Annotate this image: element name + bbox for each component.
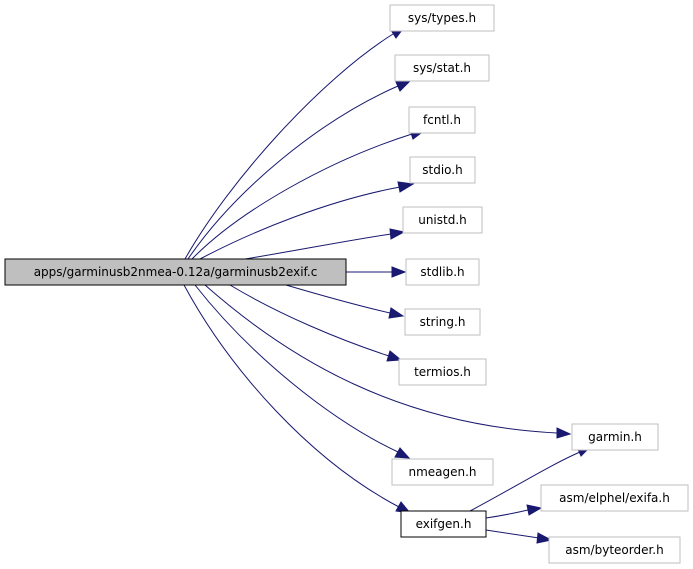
node-label: sys/types.h bbox=[408, 11, 476, 25]
edge-line bbox=[199, 186, 401, 260]
node-nmeagen-h[interactable]: nmeagen.h bbox=[391, 458, 494, 486]
edge-line bbox=[184, 33, 394, 260]
edge-apps-garminusb2nmea-0-12a-garminusb2exif-c-to-sys-stat-h bbox=[187, 79, 413, 260]
arrowhead bbox=[389, 228, 406, 240]
edge-line bbox=[204, 284, 558, 434]
node-sys-stat-h[interactable]: sys/stat.h bbox=[394, 54, 490, 82]
edge-apps-garminusb2nmea-0-12a-garminusb2exif-c-to-garmin-h bbox=[204, 284, 572, 439]
edge-line bbox=[285, 284, 391, 314]
edge-line bbox=[183, 284, 400, 508]
node-label: stdio.h bbox=[422, 163, 462, 177]
node-string-h[interactable]: string.h bbox=[404, 308, 481, 336]
edge-exifgen-h-to-asm-byteorder-h bbox=[485, 529, 553, 544]
edge-apps-garminusb2nmea-0-12a-garminusb2exif-c-to-unistd-h bbox=[244, 228, 406, 260]
node-label: asm/elphel/exifa.h bbox=[559, 491, 670, 505]
node-stdio-h[interactable]: stdio.h bbox=[409, 156, 476, 184]
node-sys-types-h[interactable]: sys/types.h bbox=[389, 4, 495, 32]
node-stdlib-h[interactable]: stdlib.h bbox=[405, 258, 480, 286]
edge-apps-garminusb2nmea-0-12a-garminusb2exif-c-to-exifgen-h bbox=[183, 284, 412, 514]
node-label: apps/garminusb2nmea-0.12a/garminusb2exif… bbox=[34, 265, 318, 279]
edge-exifgen-h-to-asm-elphel-exifa-h bbox=[485, 504, 543, 519]
edge-apps-garminusb2nmea-0-12a-garminusb2exif-c-to-nmeagen-h bbox=[194, 284, 411, 459]
arrowhead bbox=[536, 532, 553, 544]
node-label: exifgen.h bbox=[416, 517, 472, 531]
edge-line bbox=[469, 451, 581, 512]
node-unistd-h[interactable]: unistd.h bbox=[402, 206, 483, 234]
edge-line bbox=[229, 284, 390, 357]
arrowhead bbox=[556, 427, 572, 439]
edge-apps-garminusb2nmea-0-12a-garminusb2exif-c-to-stdlib-h bbox=[346, 266, 407, 278]
edge-line bbox=[485, 529, 540, 539]
arrowhead bbox=[395, 79, 413, 92]
node-label: string.h bbox=[420, 315, 466, 329]
node-label: termios.h bbox=[414, 365, 471, 379]
edge-apps-garminusb2nmea-0-12a-garminusb2exif-c-to-string-h bbox=[285, 284, 405, 319]
edge-apps-garminusb2nmea-0-12a-garminusb2exif-c-to-termios-h bbox=[229, 284, 403, 362]
node-label: stdlib.h bbox=[420, 265, 464, 279]
node-termios-h[interactable]: termios.h bbox=[398, 358, 487, 386]
nodes-layer: apps/garminusb2nmea-0.12a/garminusb2exif… bbox=[4, 4, 689, 564]
node-fcntl-h[interactable]: fcntl.h bbox=[408, 106, 476, 134]
node-exifgen-h[interactable]: exifgen.h bbox=[400, 510, 487, 538]
node-label: fcntl.h bbox=[423, 113, 461, 127]
edge-apps-garminusb2nmea-0-12a-garminusb2exif-c-to-sys-types-h bbox=[184, 25, 407, 260]
edge-line bbox=[194, 284, 399, 453]
node-label: nmeagen.h bbox=[408, 465, 476, 479]
node-garmin-h[interactable]: garmin.h bbox=[571, 423, 659, 451]
node-label: asm/byteorder.h bbox=[565, 543, 663, 557]
arrowhead bbox=[397, 181, 415, 193]
edge-line bbox=[244, 233, 392, 260]
arrowhead bbox=[391, 266, 407, 278]
edge-apps-garminusb2nmea-0-12a-garminusb2exif-c-to-fcntl-h bbox=[191, 129, 427, 260]
edge-line bbox=[485, 509, 529, 519]
node-root-source[interactable]: apps/garminusb2nmea-0.12a/garminusb2exif… bbox=[4, 258, 347, 286]
node-label: unistd.h bbox=[418, 213, 467, 227]
edges-layer bbox=[183, 25, 593, 544]
arrowhead bbox=[386, 350, 403, 362]
node-asm-elphel-exifa-h[interactable]: asm/elphel/exifa.h bbox=[540, 484, 689, 512]
node-asm-byteorder-h[interactable]: asm/byteorder.h bbox=[548, 536, 681, 564]
edge-line bbox=[187, 85, 399, 260]
edge-line bbox=[191, 133, 413, 260]
node-label: garmin.h bbox=[588, 430, 642, 444]
arrowhead bbox=[526, 504, 543, 516]
edge-apps-garminusb2nmea-0-12a-garminusb2exif-c-to-stdio-h bbox=[199, 181, 415, 260]
arrowhead bbox=[388, 307, 405, 319]
arrowhead bbox=[394, 447, 411, 459]
node-label: sys/stat.h bbox=[413, 61, 471, 75]
